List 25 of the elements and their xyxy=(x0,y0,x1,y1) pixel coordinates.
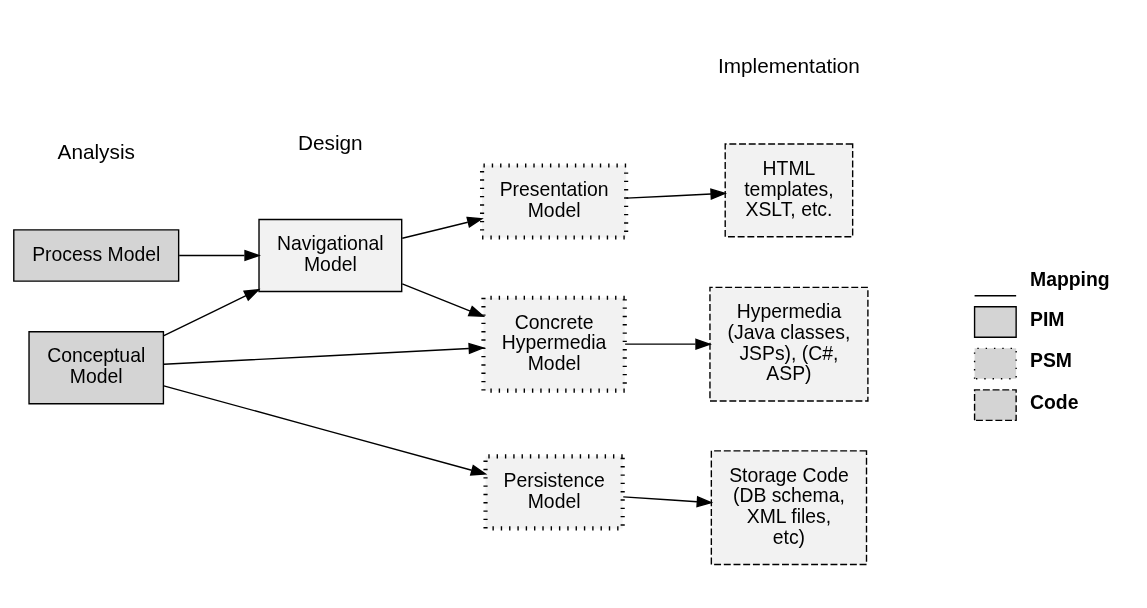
node-box: Hypermedia (Java classes, JSPs), (C#, ASP) xyxy=(709,286,869,402)
arrow xyxy=(622,495,714,508)
node-box: HTML templates, XSLT, etc. xyxy=(724,143,854,238)
legend-label: PIM xyxy=(1029,307,1065,330)
label: Design xyxy=(298,130,363,154)
arrow xyxy=(163,342,486,365)
node-box: Storage Code (DB schema, XML files, etc) xyxy=(710,450,868,566)
label: Analysis xyxy=(57,140,135,164)
arrow xyxy=(401,283,486,318)
legend-label: PSM xyxy=(1029,349,1072,372)
arrow xyxy=(401,216,484,239)
node-box: Concrete Hypermedia Model xyxy=(481,295,627,393)
node-box: Conceptual Model xyxy=(28,331,165,405)
legend-label: Code xyxy=(1029,390,1079,413)
arrow xyxy=(163,385,488,476)
label: Implementation xyxy=(717,54,860,78)
arrow xyxy=(178,249,261,262)
arrow xyxy=(624,338,712,350)
legend-label: Mapping xyxy=(1029,268,1110,291)
arrow xyxy=(625,188,728,200)
node-box: Presentation Model xyxy=(480,163,629,240)
node-box: Process Model xyxy=(13,229,180,282)
arrow xyxy=(163,288,261,337)
node-box: Persistence Model xyxy=(483,454,625,531)
node-box: Navigational Model xyxy=(258,218,403,293)
